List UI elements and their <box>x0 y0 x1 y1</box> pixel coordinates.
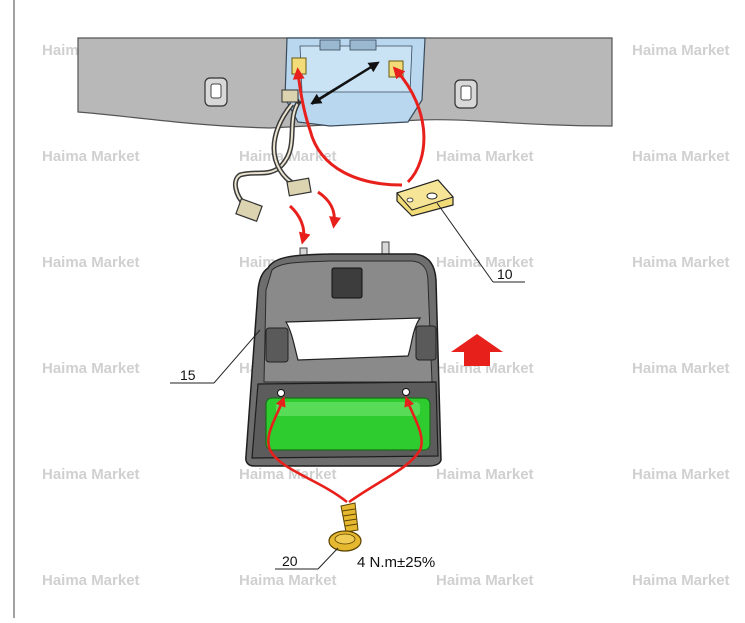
watermark: Haima Market <box>632 42 730 59</box>
watermark: Haima Market <box>42 466 140 483</box>
watermark: Haima Market <box>632 360 730 377</box>
clip-icon <box>396 179 454 217</box>
watermark: Haima Market <box>42 360 140 377</box>
install-direction-arrow <box>451 334 503 366</box>
move-arrows <box>310 61 380 105</box>
callout-label-clip: 10 <box>497 266 513 282</box>
screw-install-arrows <box>267 396 423 504</box>
watermark: Haima Market <box>436 360 534 377</box>
callout-10: 10 <box>436 202 525 283</box>
watermark: Haima Market <box>632 466 730 483</box>
torque-spec: 4 N.m±25% <box>357 554 435 571</box>
wire-connector-icon <box>235 89 312 223</box>
watermark: Haima Market <box>42 254 140 271</box>
watermark: Haima Market <box>239 572 337 589</box>
watermark: Haima Market <box>436 466 534 483</box>
watermark: Haima Market <box>239 466 337 483</box>
callout-15: 15 <box>170 329 261 384</box>
dome-lamp-assembly <box>245 241 442 467</box>
wire-harness <box>232 89 312 223</box>
watermark: Haima Market <box>436 572 534 589</box>
watermark: Haima Market <box>632 254 730 271</box>
callout-label-screw: 20 <box>282 553 298 569</box>
screw-icon <box>328 502 362 552</box>
watermark: Haima Market <box>436 254 534 271</box>
watermark: Haima Market <box>42 572 140 589</box>
clip-install-arrows <box>288 66 426 245</box>
callout-20: 20 <box>275 547 339 570</box>
watermark: Haima Market <box>42 148 140 165</box>
watermark: Haima Market <box>436 148 534 165</box>
callout-label-lamp: 15 <box>180 367 196 383</box>
bracket-clip-left <box>291 57 307 75</box>
watermark: Haima Market <box>632 572 730 589</box>
watermark: Haima Market <box>632 148 730 165</box>
